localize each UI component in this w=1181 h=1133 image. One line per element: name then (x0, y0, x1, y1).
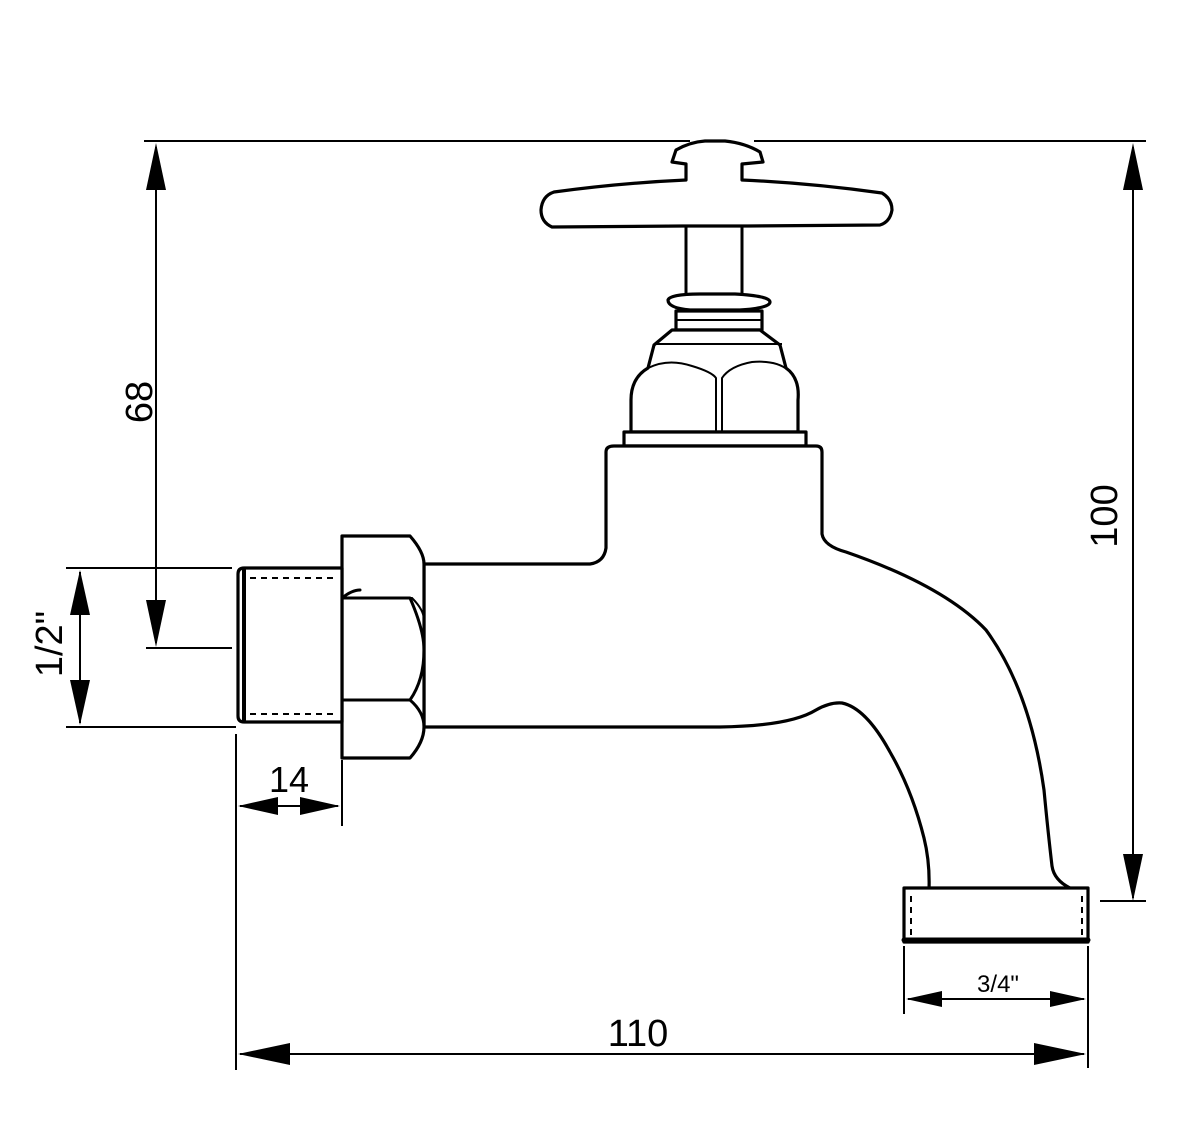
label-68: 68 (119, 381, 161, 423)
spout-outlet-ring[interactable] (902, 886, 1090, 944)
label-100: 100 (1084, 484, 1126, 547)
cross-handle[interactable] (539, 139, 894, 229)
inlet-thread-nipple[interactable] (236, 566, 344, 724)
label-14: 14 (269, 759, 309, 800)
faucet-outline (236, 139, 1091, 944)
gland-washer (666, 292, 772, 312)
label-half-inch: 1/2" (29, 611, 71, 677)
valve-body-and-spout (422, 444, 1072, 892)
bonnet-base-flange (622, 430, 808, 448)
label-110: 110 (608, 1013, 669, 1055)
valve-stem (684, 224, 744, 298)
inlet-hex-nut[interactable] (340, 534, 426, 760)
dimension-labels: 68 1/2" 100 14 3/4" 110 (29, 381, 1126, 1055)
label-three-quarter: 3/4" (977, 971, 1019, 998)
bonnet-hex-nut (629, 328, 800, 434)
dimension-lines (66, 140, 1146, 1070)
